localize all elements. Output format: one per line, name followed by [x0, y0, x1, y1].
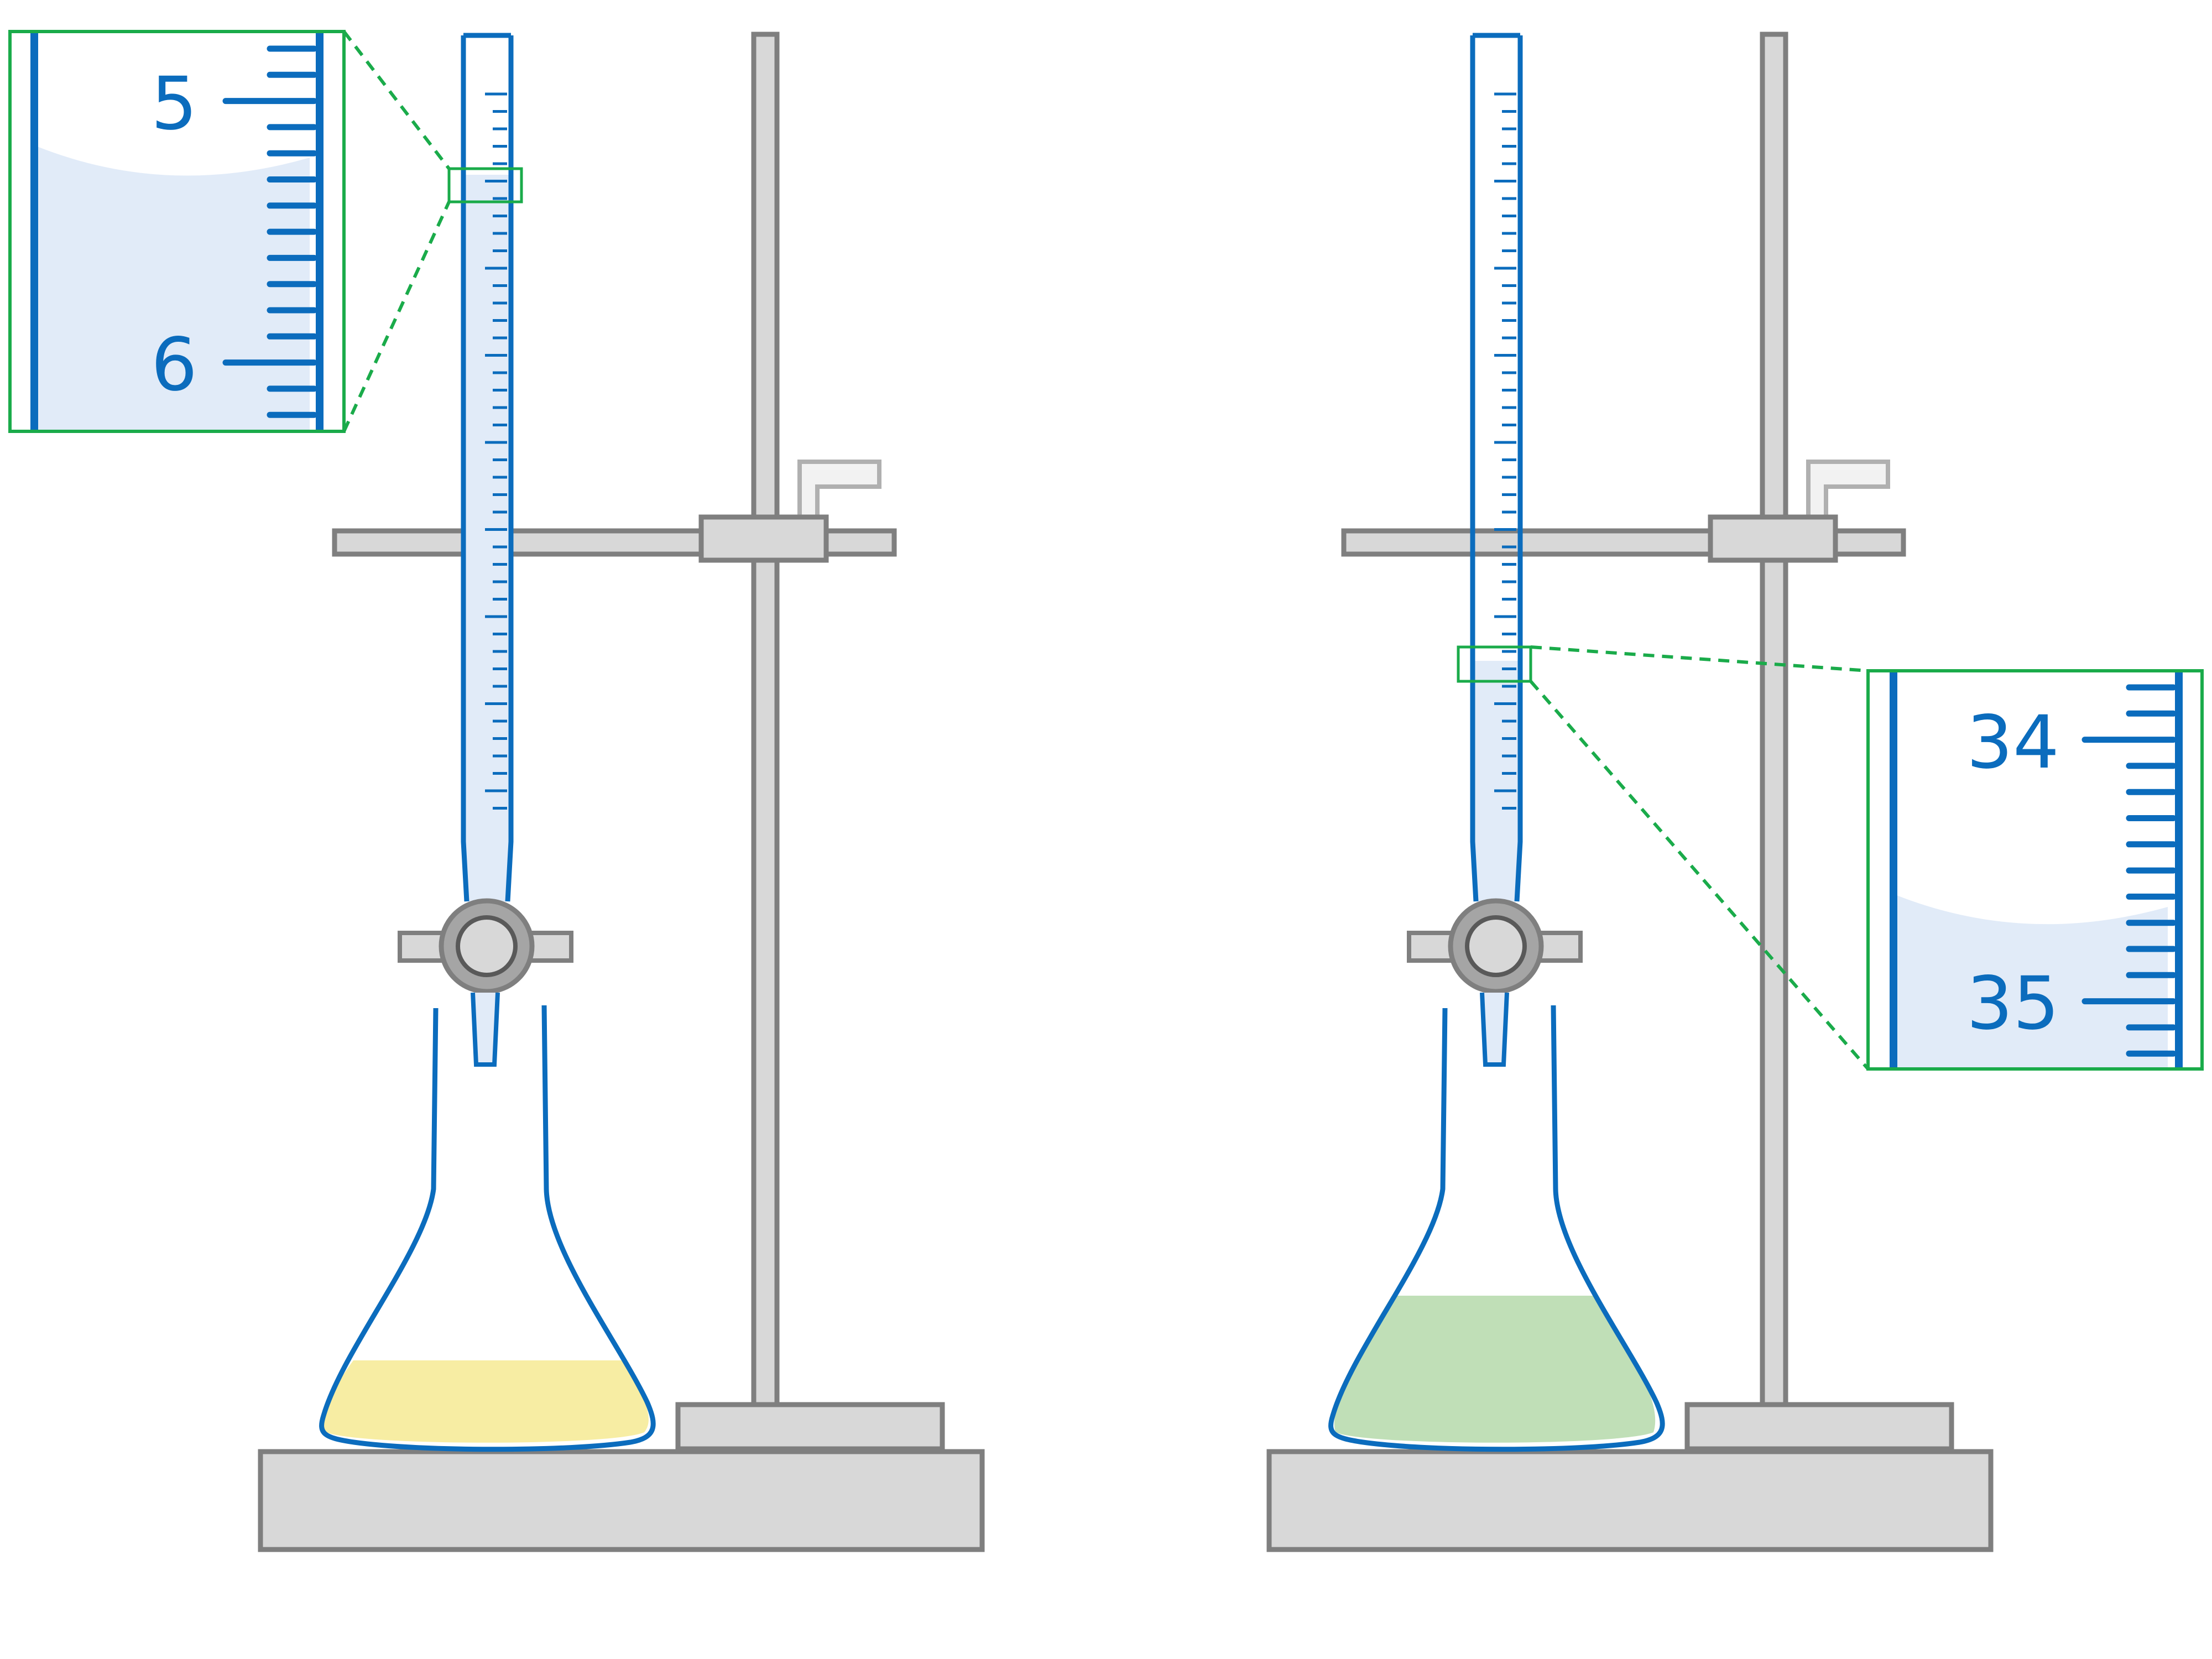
clamp-box-left [698, 514, 829, 563]
burette-delivery-tip-right [1480, 992, 1509, 1067]
stand-rod-right [1760, 32, 1788, 1412]
magnifier-line-top-right [1530, 645, 1869, 672]
setup-right: 34 35 [1266, 32, 2204, 1552]
zoom-panel-left: 5 6 [8, 30, 346, 433]
stopcock-center-left [456, 915, 518, 977]
magnifier-line-bottom-left [342, 201, 451, 432]
zoom-panel-right: 34 35 [1866, 669, 2204, 1071]
zoom-label-top-left: 5 [151, 61, 197, 147]
zoom-label-bottom-right: 35 [1966, 961, 2059, 1046]
base-plate-left [258, 1449, 985, 1552]
burette-tip-liquid-left [465, 842, 510, 901]
burette-tube-right [1470, 33, 1523, 902]
clamp-screw-right [1806, 460, 1890, 522]
zoom-meniscus-right [1896, 895, 2168, 1069]
clamp-screw-left [797, 460, 881, 522]
stand-foot-left [675, 1402, 945, 1452]
stopcock-center-right [1465, 915, 1527, 977]
burette-scale-right [1494, 92, 1516, 810]
burette-tube-left [461, 33, 514, 902]
burette-liquid-left [465, 175, 510, 842]
burette-delivery-tip-left [471, 992, 500, 1067]
magnifier-line-top-left [342, 30, 451, 170]
zoom-label-bottom-left: 6 [151, 322, 197, 408]
stand-rod-left [751, 32, 780, 1412]
stand-foot-right [1684, 1402, 1954, 1452]
flask-solution-left [323, 1360, 649, 1443]
setup-left: 5 6 [8, 30, 985, 1552]
burette-tip-liquid-right [1474, 842, 1519, 901]
erlenmeyer-flask-left [319, 1005, 656, 1452]
zoom-label-top-right: 34 [1966, 700, 2059, 785]
magnifier-target-right [1457, 645, 1532, 683]
flask-solution-right [1334, 1296, 1656, 1443]
base-plate-right [1266, 1449, 1994, 1552]
erlenmeyer-flask-right [1328, 1005, 1665, 1452]
clamp-box-right [1708, 514, 1838, 563]
burette-scale-left [485, 92, 507, 810]
magnifier-target-left [447, 167, 523, 204]
magnifier-line-bottom-right [1529, 680, 1870, 1070]
burette-liquid-right [1474, 661, 1519, 842]
